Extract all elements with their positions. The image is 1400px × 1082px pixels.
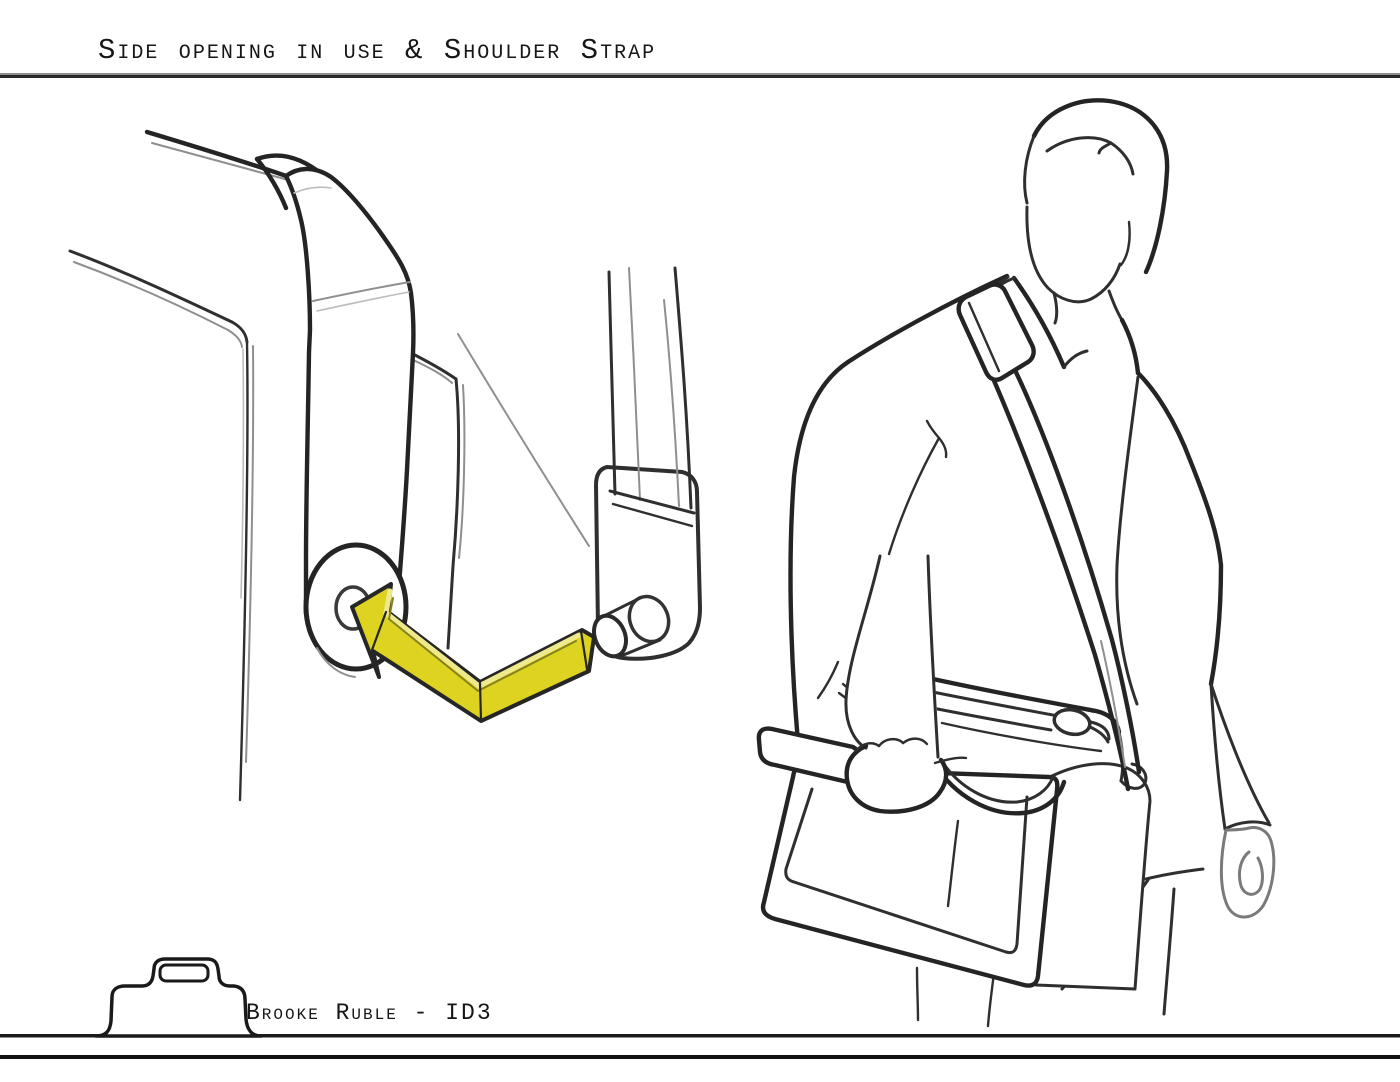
person-wearing-bag-sketch xyxy=(756,98,1276,1028)
side-opening-detail-sketch xyxy=(68,129,703,802)
title-rule-highlight xyxy=(0,73,1400,75)
insert-direction-arrow-icon xyxy=(350,582,596,723)
shoulder-pad xyxy=(956,282,1036,382)
shoulder-strap xyxy=(956,275,1142,792)
page-title: Side opening in use & Shoulder Strap xyxy=(98,34,657,67)
messenger-bag-icon xyxy=(94,957,263,1038)
side-opening-pocket xyxy=(931,758,1067,908)
right-hand xyxy=(1219,826,1276,919)
snap-stud-icon xyxy=(592,594,671,659)
strap-end-with-stud xyxy=(592,266,703,661)
title-rule xyxy=(0,75,1400,78)
messenger-bag xyxy=(756,660,1152,991)
footer-rule-lower xyxy=(0,1055,1400,1059)
left-arm-and-hand xyxy=(844,554,968,814)
designer-credit: Brooke Ruble - ID3 xyxy=(246,1000,493,1026)
bag-icon-handle xyxy=(158,963,210,983)
footer-rule-upper xyxy=(0,1034,1400,1038)
handle-bracket xyxy=(254,153,416,616)
head xyxy=(1023,98,1170,304)
footer-rules-and-logo xyxy=(0,957,1400,1059)
